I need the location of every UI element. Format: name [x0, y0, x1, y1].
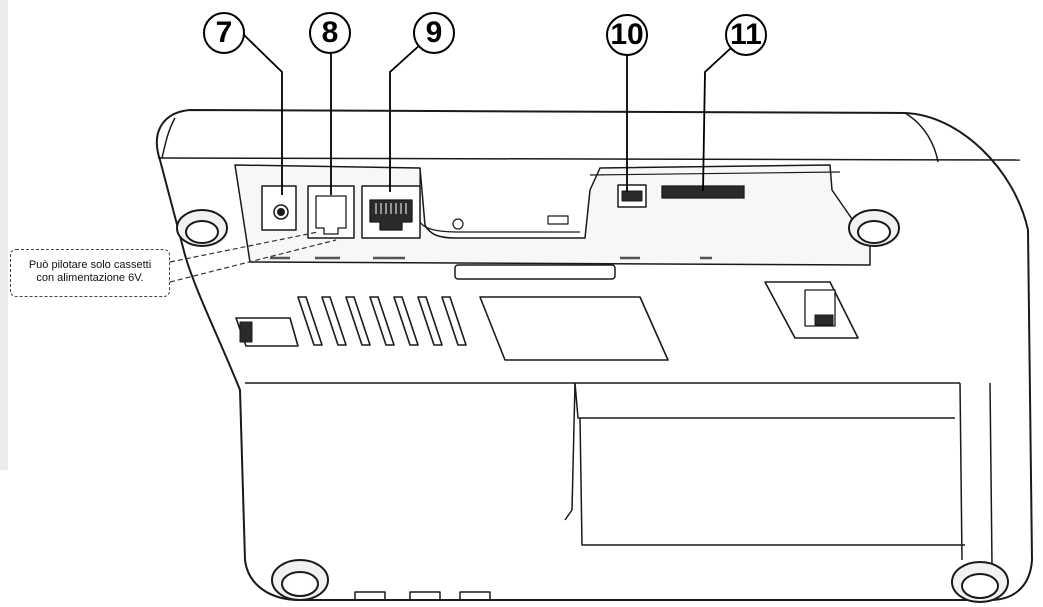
left-edge-strip	[0, 0, 8, 470]
voltage-note: Può pilotare solo cassetti con alimentaz…	[10, 249, 170, 297]
voltage-note-line-1: Può pilotare solo cassetti	[28, 259, 152, 271]
label-plate	[479, 296, 669, 361]
power-jack	[261, 185, 297, 231]
note-leaders	[169, 231, 337, 283]
callout-7: 7	[203, 12, 245, 54]
vent-grille	[297, 296, 467, 346]
rubber-feet	[176, 209, 1009, 603]
callout-9: 9	[413, 12, 455, 54]
callout-10: 10	[606, 14, 648, 56]
callout-8: 8	[309, 12, 351, 54]
callout-11: 11	[725, 14, 767, 56]
handle-bar	[454, 264, 616, 280]
top-rim	[157, 157, 1021, 161]
voltage-note-line-2: con alimentazione 6V.	[36, 272, 144, 284]
